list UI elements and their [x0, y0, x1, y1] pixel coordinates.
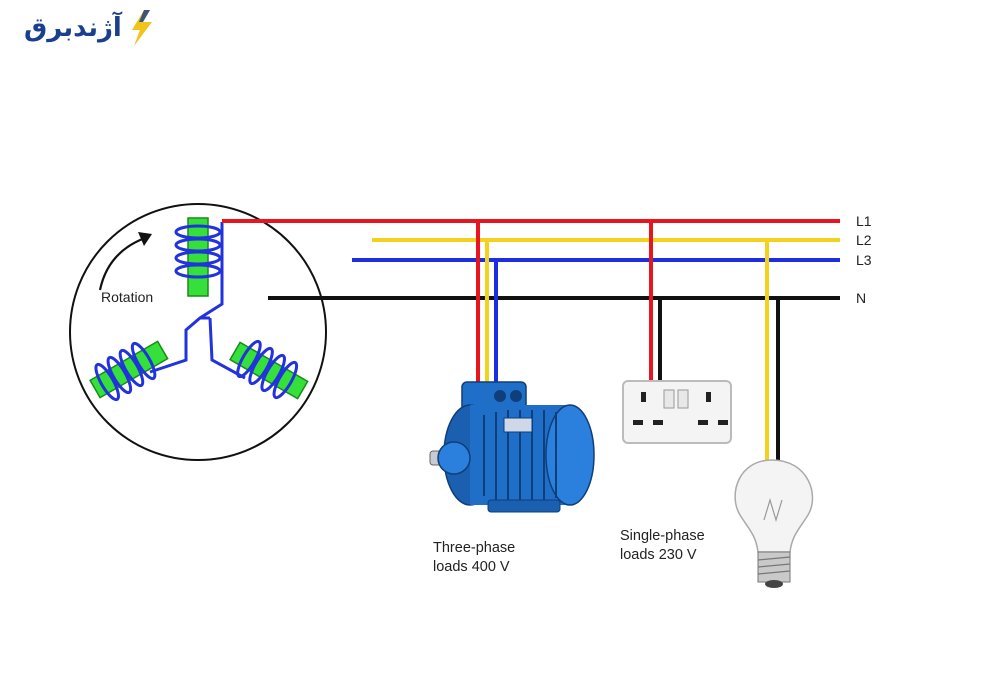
- motor-feed-wires: [476, 221, 498, 385]
- logo-text: آژندبرق: [24, 13, 122, 43]
- three-phase-motor-icon: [429, 381, 595, 513]
- single-phase-caption-line2: loads 230 V: [620, 547, 697, 563]
- wall-socket-icon: [622, 380, 732, 444]
- line-label-l3: L3: [856, 252, 872, 268]
- line-label-l1: L1: [856, 213, 872, 229]
- coil-left: [89, 340, 169, 402]
- brand-logo: آژندبرق: [24, 6, 156, 50]
- three-phase-caption-line2: loads 400 V: [433, 559, 510, 575]
- rotation-label: Rotation: [101, 289, 153, 305]
- three-phase-caption-line1: Three-phase: [433, 540, 515, 556]
- line-label-n: N: [856, 290, 866, 306]
- line-label-l2: L2: [856, 232, 872, 248]
- light-bulb-icon: [734, 459, 814, 588]
- rotation-arrow-icon: [98, 232, 152, 291]
- single-phase-caption-line1: Single-phase: [620, 528, 705, 544]
- bulb-feed-wires: [765, 240, 780, 462]
- generator-circle: [69, 203, 327, 461]
- coil-top: [174, 217, 222, 297]
- coil-right: [229, 339, 309, 400]
- lightning-bolt-icon: [131, 10, 152, 46]
- star-wiring: [149, 222, 246, 380]
- socket-feed-wires: [649, 221, 662, 382]
